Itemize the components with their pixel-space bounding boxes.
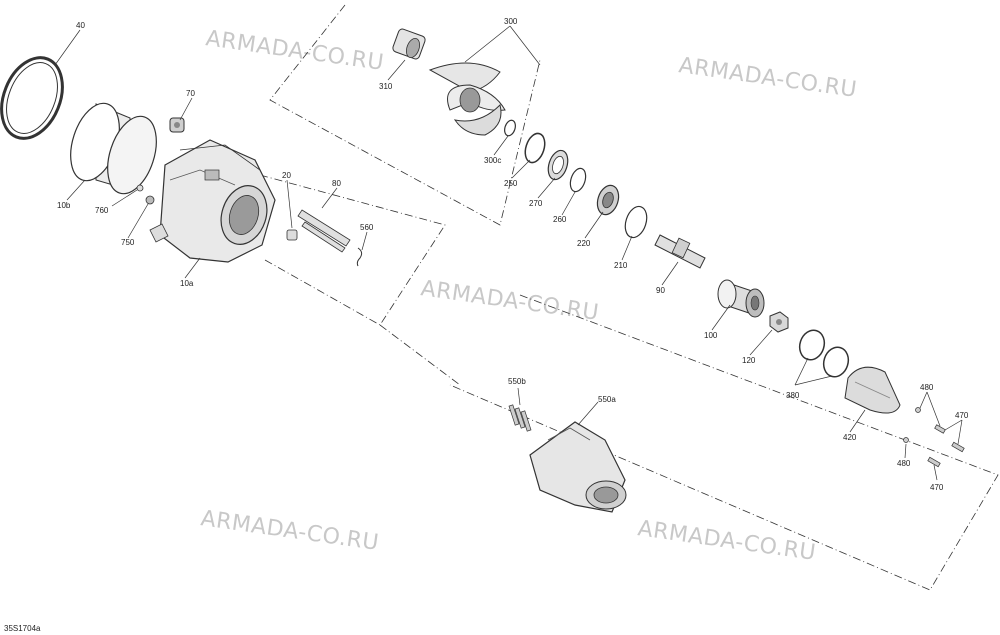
watermark: ARMADA-CO.RU bbox=[636, 516, 817, 566]
impeller-300 bbox=[428, 62, 506, 136]
label-270: 270 bbox=[529, 199, 543, 208]
label-420: 420 bbox=[843, 433, 857, 442]
label-210: 210 bbox=[614, 261, 628, 270]
frame-link bbox=[379, 324, 461, 386]
cone-420 bbox=[844, 366, 901, 414]
bearing-310 bbox=[392, 28, 426, 60]
frame-venturi-group bbox=[449, 294, 999, 591]
label-310: 310 bbox=[379, 82, 393, 91]
label-120: 120 bbox=[742, 356, 756, 365]
label-550a: 550a bbox=[598, 395, 616, 404]
label-70: 70 bbox=[186, 89, 195, 98]
label-100: 100 bbox=[704, 331, 718, 340]
watermark: ARMADA-CO.RU bbox=[677, 53, 858, 103]
label-550b: 550b bbox=[508, 377, 526, 386]
bearing-220 bbox=[596, 184, 620, 216]
label-10b: 10b bbox=[57, 201, 71, 210]
clip-560 bbox=[356, 247, 363, 267]
diagram-code: 35S1704a bbox=[4, 624, 41, 633]
label-250: 250 bbox=[504, 179, 518, 188]
fitting-70 bbox=[169, 117, 185, 133]
venturi-550a bbox=[529, 421, 627, 513]
nut-120 bbox=[769, 311, 789, 333]
rods-80 bbox=[297, 209, 351, 253]
label-380: 380 bbox=[786, 391, 800, 400]
label-10a: 10a bbox=[180, 279, 194, 288]
label-480: 480 bbox=[897, 459, 911, 468]
label-20: 20 bbox=[282, 171, 291, 180]
group-frames bbox=[259, 4, 999, 591]
wear-ring-40 bbox=[0, 56, 64, 140]
label-470: 470 bbox=[930, 483, 944, 492]
pump-housing-10a bbox=[149, 139, 276, 263]
wear-sleeve-10b bbox=[70, 102, 157, 195]
o-rings-380 bbox=[798, 329, 850, 378]
ring-260 bbox=[569, 167, 587, 193]
label-300c: 300c bbox=[484, 156, 501, 165]
label-470: 470 bbox=[955, 411, 969, 420]
leader-lines bbox=[54, 25, 963, 481]
frame-impeller-group bbox=[269, 4, 541, 226]
watermark: ARMADA-CO.RU bbox=[419, 276, 600, 326]
ring-210 bbox=[624, 205, 648, 239]
label-90: 90 bbox=[656, 286, 665, 295]
label-560: 560 bbox=[360, 223, 374, 232]
label-760: 760 bbox=[95, 206, 109, 215]
label-300: 300 bbox=[504, 17, 518, 26]
clips-550b bbox=[508, 404, 532, 432]
bushing-20 bbox=[286, 229, 298, 241]
shaft-90 bbox=[654, 234, 706, 269]
screws-470-480 bbox=[903, 407, 965, 468]
label-220: 220 bbox=[577, 239, 591, 248]
part-labels: 40 10b 70 760 750 10a 20 80 560 310 300 … bbox=[57, 17, 969, 492]
label-480: 480 bbox=[920, 383, 934, 392]
watermark: ARMADA-CO.RU bbox=[199, 506, 380, 556]
label-80: 80 bbox=[332, 179, 341, 188]
seal-250 bbox=[524, 132, 546, 164]
frame-housing-group bbox=[259, 174, 446, 326]
label-260: 260 bbox=[553, 215, 567, 224]
label-40: 40 bbox=[76, 21, 85, 30]
bearing-100 bbox=[717, 279, 765, 318]
plug-750 bbox=[145, 195, 155, 205]
ring-270 bbox=[547, 149, 569, 181]
ring-300c bbox=[504, 119, 516, 137]
washer-760 bbox=[136, 184, 144, 192]
label-750: 750 bbox=[121, 238, 135, 247]
